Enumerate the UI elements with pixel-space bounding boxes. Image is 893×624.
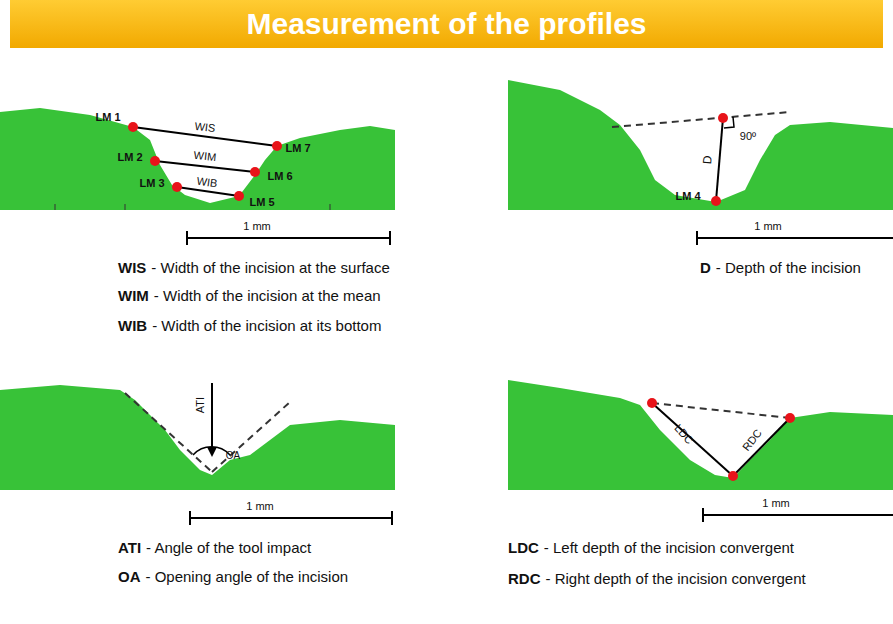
definition: - Right depth of the incision convergent [546,570,806,587]
measure-label: WIB [196,175,218,190]
title-text: Measurement of the profiles [246,7,646,41]
abbreviation: WIS [118,259,146,276]
scale-label: 1 mm [762,497,790,509]
abbreviation: D [700,259,711,276]
measure-label: ATI [194,397,206,413]
landmark-label: LM 6 [267,170,292,182]
measure-label: 90º [740,130,756,142]
measure-label: D [701,155,715,165]
definition: - Angle of the tool impact [146,539,311,556]
measure-label: WIM [193,149,217,163]
definition-row: OA - Opening angle of the incision [118,568,348,585]
definition: - Width of the incision at its bottom [152,317,381,334]
definition: - Opening angle of the incision [146,568,349,585]
definition-row: WIS - Width of the incision at the surfac… [118,259,390,276]
definition-row: LDC - Left depth of the incision converge… [508,539,794,556]
abbreviation: RDC [508,570,541,587]
abbreviation: ATI [118,539,141,556]
measure-label: OA [226,450,240,461]
definition-row: RDC - Right depth of the incision converg… [508,570,806,587]
definition: - Left depth of the incision convergent [544,539,794,556]
measure-label: LDC [672,422,696,446]
landmark-label: LM 3 [139,177,164,189]
definition-row: WIM - Width of the incision at the mean [118,287,381,304]
landmark-label: LM 2 [117,151,142,163]
abbreviation: WIB [118,317,147,334]
definition-row: ATI - Angle of the tool impact [118,539,311,556]
abbreviation: LDC [508,539,539,556]
landmark-label: LM 5 [249,196,274,208]
measure-label: WIS [194,120,216,135]
scale-label: 1 mm [246,500,274,512]
definition: - Depth of the incision [716,259,861,276]
scale-label: 1 mm [243,220,271,232]
definition-row: D - Depth of the incision [700,259,861,276]
definition-row: WIB - Width of the incision at its bottom [118,317,381,334]
landmark-label: LM 4 [675,190,700,202]
abbreviation: WIM [118,287,149,304]
abbreviation: OA [118,568,141,585]
landmark-label: LM 7 [285,142,310,154]
definition: - Width of the incision at the mean [154,287,381,304]
definition: - Width of the incision at the surface [151,259,389,276]
title-band: Measurement of the profiles [10,0,883,48]
scale-label: 1 mm [754,220,782,232]
landmark-label: LM 1 [95,111,120,123]
